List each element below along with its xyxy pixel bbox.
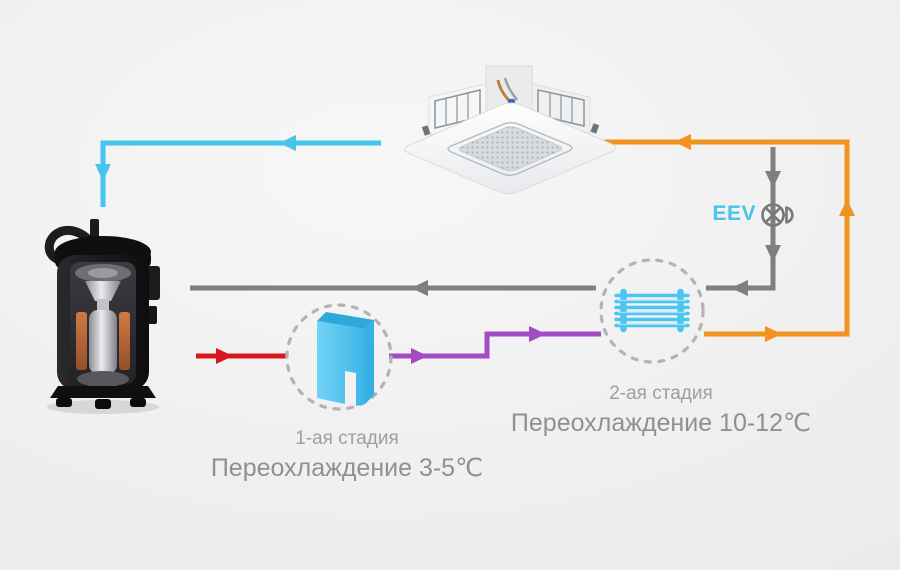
stage1-circle	[285, 303, 393, 411]
gray-pipe-main	[190, 280, 596, 296]
stage2-title: 2-ая стадия	[609, 383, 713, 404]
plate-heat-exchanger-icon	[317, 312, 374, 406]
cyan-pipe	[95, 135, 381, 207]
red-pipe	[196, 348, 288, 364]
stage1-subtitle: Переохлаждение 3-5℃	[210, 453, 484, 482]
compressor	[44, 219, 160, 414]
stage2-circle	[599, 258, 705, 364]
gray-pipe-eev	[706, 147, 781, 296]
stage1-title: 1-ая стадия	[295, 428, 399, 449]
purple-pipe	[389, 326, 601, 364]
tube-heat-exchanger-icon	[614, 288, 690, 333]
orange-pipe	[604, 134, 855, 342]
eev-label: EEV	[712, 202, 756, 225]
stage1-label: 1-ая стадия Переохлаждение 3-5℃	[210, 428, 484, 483]
stage2-label: 2-ая стадия Переохлаждение 10-12℃	[510, 383, 812, 438]
eev-valve-icon	[761, 203, 794, 227]
stage2-subtitle: Переохлаждение 10-12℃	[510, 408, 812, 437]
indoor-unit	[404, 65, 617, 195]
